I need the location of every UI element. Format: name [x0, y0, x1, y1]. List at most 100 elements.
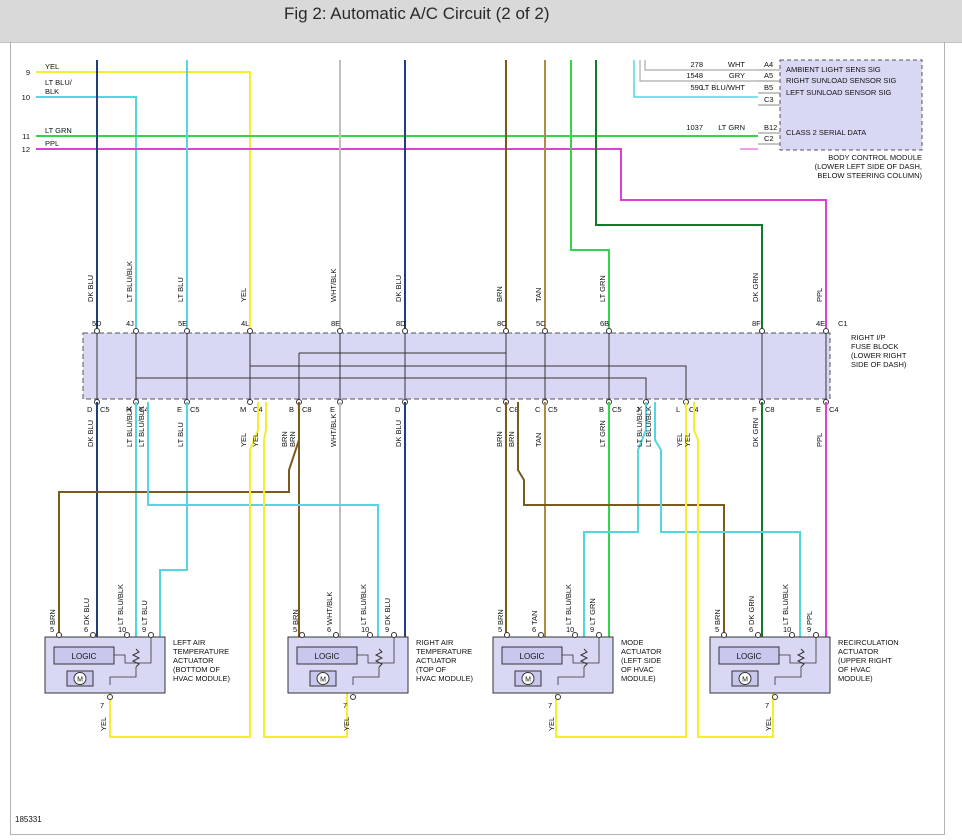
actuator-name: HVAC MODULE) [416, 674, 473, 683]
fuse-block-caption: SIDE OF DASH) [851, 360, 907, 369]
actuator-name: (UPPER RIGHT [838, 656, 892, 665]
actuator-pin [56, 632, 62, 638]
bcm-signal-label: CLASS 2 SERIAL DATA [786, 128, 866, 137]
left-wire-number: 11 [22, 132, 30, 141]
motor-icon [521, 672, 535, 685]
actuator-output-pin [107, 694, 113, 700]
actuator-name: ACTUATOR [173, 656, 214, 665]
actuator-pin-label: 9 [807, 625, 811, 634]
logic-label: LOGIC [737, 652, 762, 661]
fuse-top-pin-label: 5E [178, 319, 187, 328]
logic-label: LOGIC [72, 652, 97, 661]
actuator-box [709, 636, 831, 694]
actuator-name: (LEFT SIDE [621, 656, 661, 665]
actuator-name: MODULE) [838, 674, 873, 683]
wire-ltblu-act4 [654, 402, 801, 637]
upper-wire-label: PPL [815, 288, 824, 302]
bcm-signal-label: RIGHT SUNLOAD SENSOR SIG [786, 76, 896, 85]
actuator-pin-label: 9 [142, 625, 146, 634]
fuse-top-pin-label: 8D [396, 319, 406, 328]
lower-wire-label: YEL [239, 433, 248, 447]
actuator-internal-line [357, 637, 395, 664]
fuse-bottom-connector-label: C8 [765, 405, 775, 414]
actuator-output-wire-label: YEL [99, 717, 108, 731]
actuator-name: TEMPERATURE [173, 647, 229, 656]
actuator-wire-label: LT BLU/BLK [116, 584, 125, 625]
actuator-box [44, 636, 166, 694]
wire-dkgrn-top [595, 60, 763, 330]
fuse-top-pin [247, 328, 253, 334]
actuator-wire-label: BRN [48, 609, 57, 625]
actuator-internal-line [774, 667, 802, 685]
title-bar: Fig 2: Automatic A/C Circuit (2 of 2) [0, 0, 962, 43]
actuator-wire-label: LT BLU/BLK [564, 584, 573, 625]
wire-brn-act4 [517, 402, 725, 637]
actuator-wire-label: DK BLU [383, 598, 392, 625]
actuator-output-wire-label: YEL [342, 717, 351, 731]
fuse-block-caption: (LOWER RIGHT [851, 351, 907, 360]
actuator-wire-label: DK BLU [82, 598, 91, 625]
actuator-pin-label: 9 [385, 625, 389, 634]
upper-wire-label: YEL [239, 288, 248, 302]
fuse-bottom-connector-label: C5 [612, 405, 622, 414]
wire-yel-act3 [555, 402, 687, 738]
actuator-output-pin-label: 7 [343, 701, 347, 710]
bcm-signal-label: LEFT SUNLOAD SENSOR SIG [786, 88, 891, 97]
wire-to-bcm-a5 [639, 60, 758, 82]
motor-label: M [742, 677, 748, 684]
upper-wire-label: LT BLU [176, 277, 185, 302]
actuator-internal-line [352, 667, 380, 685]
bcm-circuit-number: 1548 [686, 71, 703, 80]
actuator-pin-label: 10 [118, 625, 126, 634]
diagram-frame [10, 42, 945, 835]
actuator-pin [596, 632, 602, 638]
lower-wire-label: TAN [534, 433, 543, 447]
actuator-box [492, 636, 614, 694]
fuse-top-pin [133, 328, 139, 334]
fuse-bottom-pin-label: H [126, 405, 131, 414]
actuator-output-pin-label: 7 [548, 701, 552, 710]
lower-wire-label: LT BLU/BLK [635, 406, 644, 447]
upper-wire-label: TAN [534, 288, 543, 302]
bcm-pin-label: B12 [764, 123, 777, 132]
actuator-pin [755, 632, 761, 638]
fuse-top-pin-label: 4E [816, 319, 825, 328]
logic-block [53, 646, 115, 665]
logic-label: LOGIC [520, 652, 545, 661]
actuator-pin [333, 632, 339, 638]
upper-wire-label: DK BLU [394, 275, 403, 302]
actuator-pin [538, 632, 544, 638]
left-wire-number: 9 [26, 68, 30, 77]
actuator-pin [504, 632, 510, 638]
actuator-name: HVAC MODULE) [173, 674, 230, 683]
fuse-bottom-pin-label: B [599, 405, 604, 414]
actuator-pin [572, 632, 578, 638]
bcm-wire-color: WHT [728, 60, 745, 69]
fuse-top-pin-label: 5D [92, 319, 102, 328]
motor-icon [73, 672, 87, 685]
bcm-pin-label: C2 [764, 134, 774, 143]
motor-icon [738, 672, 752, 685]
fuse-bottom-connector-label: C5 [100, 405, 110, 414]
actuator-name: ACTUATOR [621, 647, 662, 656]
upper-wire-label: DK GRN [751, 273, 760, 302]
lower-wire-label: YEL [251, 433, 260, 447]
bcm-wire-color: LT BLU/WHT [701, 83, 745, 92]
fuse-top-pin [823, 328, 829, 334]
fuse-bottom-pin-label: L [676, 405, 680, 414]
lower-wire-label: DK GRN [751, 418, 760, 447]
actuator-pin-label: 5 [715, 625, 719, 634]
fuse-bus [136, 377, 647, 399]
lower-wire-label: DK BLU [394, 420, 403, 447]
potentiometer-icon [796, 648, 806, 668]
fuse-top-pin-label: C1 [838, 319, 848, 328]
lower-wire-label: LT GRN [598, 420, 607, 447]
actuator-name: ACTUATOR [416, 656, 457, 665]
actuator-wire-label: LT BLU [140, 600, 149, 625]
actuator-wire-label: BRN [496, 609, 505, 625]
motor-label: M [525, 677, 531, 684]
actuator-pin-label: 10 [566, 625, 574, 634]
fuse-top-pin [184, 328, 190, 334]
upper-wire-label: LT GRN [598, 275, 607, 302]
